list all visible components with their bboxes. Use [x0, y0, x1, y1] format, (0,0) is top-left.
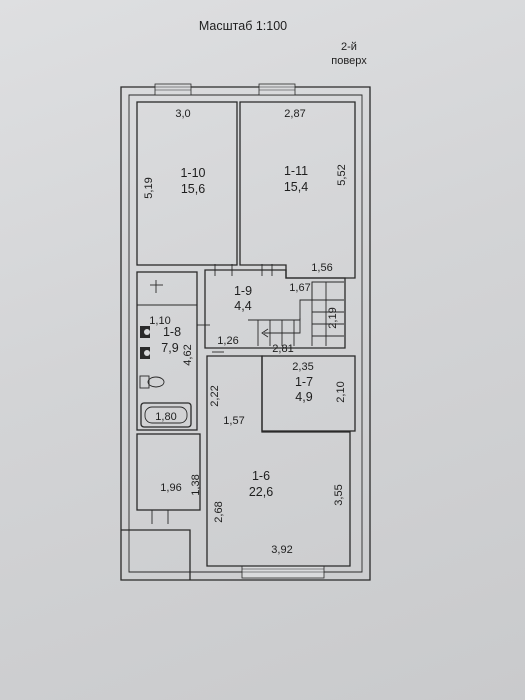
room-1-6-area: 22,6: [249, 485, 273, 499]
dim-r16-bottom: 3,92: [271, 544, 292, 556]
dim-r18-width: 1,10: [149, 315, 170, 327]
dim-r110-width: 3,0: [175, 108, 190, 120]
sink-fixture: [150, 280, 163, 293]
dim-side-height: 1,38: [190, 474, 202, 495]
window-bottom: [241, 565, 325, 579]
dim-hall-height: 2,22: [209, 385, 221, 406]
dim-r111-width: 2,87: [284, 108, 305, 120]
room-1-6-id: 1-6: [252, 469, 270, 483]
room-1-9-id: 1-9: [234, 284, 252, 298]
dim-r110-height: 5,19: [143, 177, 155, 198]
room-1-8-area: 7,9: [161, 341, 178, 355]
window-top-right: [258, 83, 296, 96]
room-1-10-id: 1-10: [180, 166, 205, 180]
balcony-block: [121, 529, 191, 580]
room-1-6-outline: [206, 355, 351, 567]
washbasin-fixture: [139, 375, 165, 389]
dim-r111-height: 5,52: [336, 164, 348, 185]
toilet-fixture: [140, 326, 150, 359]
room-1-10-area: 15,6: [181, 182, 205, 196]
dim-hall-width: 1,57: [223, 415, 244, 427]
dim-r17-width: 2,35: [292, 361, 313, 373]
dim-r17-height: 2,10: [335, 381, 347, 402]
floor-label-line2: поверх: [331, 55, 367, 67]
room-1-9-area: 4,4: [234, 299, 251, 313]
room-1-7-id: 1-7: [295, 375, 313, 389]
room-1-10-outline: [136, 101, 238, 266]
room-1-11-area: 15,4: [284, 180, 308, 194]
room-1-9-outline: [204, 269, 346, 349]
bathtub-fixture: [140, 402, 192, 428]
dim-side-width: 1,96: [160, 482, 181, 494]
room-1-7-area: 4,9: [295, 390, 312, 404]
side-room-outline: [136, 433, 201, 511]
staircase: [248, 281, 344, 346]
dim-bath: 1,80: [155, 411, 176, 423]
dim-r111-ext: 1,56: [311, 262, 332, 274]
dim-r16-right: 3,55: [333, 484, 345, 505]
room-1-11-id: 1-11: [284, 164, 308, 178]
dim-r19-width: 1,26: [217, 335, 238, 347]
dim-stair-c: 2,81: [272, 343, 293, 355]
dim-stair-b: 2,19: [327, 307, 339, 328]
dim-r18-height: 4,62: [182, 344, 194, 365]
window-top-left: [154, 83, 192, 96]
scale-label: Масштаб 1:100: [199, 19, 287, 33]
room-1-8-outline: [136, 271, 198, 431]
dim-stair-a: 1,67: [289, 282, 310, 294]
dim-r16-left: 2,68: [213, 501, 225, 522]
room-1-8-id: 1-8: [163, 325, 181, 339]
floor-label-line1: 2-й: [341, 41, 357, 53]
